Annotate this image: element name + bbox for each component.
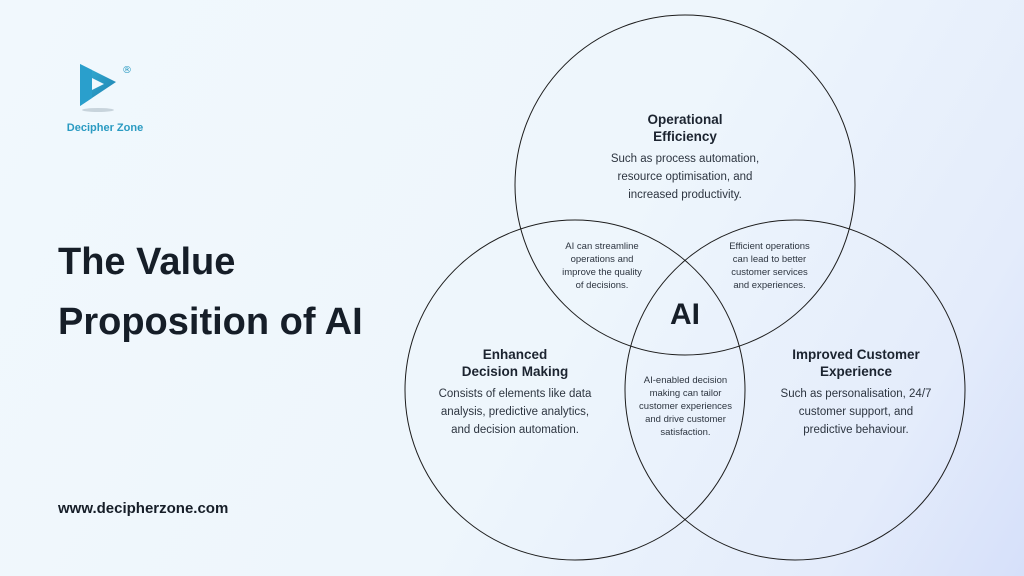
circle-decision-making [404, 219, 746, 561]
operational-efficiency-description: Such as process automation, resource opt… [585, 150, 785, 204]
overlap-line: and drive customer [645, 414, 726, 425]
description-line: analysis, predictive analytics, [440, 406, 590, 418]
description-line: and decision automation. [451, 424, 579, 436]
heading-line: Efficiency [653, 129, 717, 144]
decision-making-description: Consists of elements like data analysis,… [415, 385, 615, 439]
description-line: Such as personalisation, 24/7 [780, 388, 932, 400]
customer-experience-description: Such as personalisation, 24/7 customer s… [756, 385, 956, 439]
customer-experience-title: Improved Customer Experience [756, 346, 956, 380]
overlap-line: satisfaction. [660, 427, 711, 438]
overlap-line: making can tailor [649, 388, 722, 399]
overlap-line: of decisions. [575, 280, 629, 291]
page-title: The Value Proposition of AI [58, 232, 418, 352]
description-line: resource optimisation, and [617, 171, 753, 183]
overlap-line: Efficient operations [729, 241, 810, 252]
description-line: Consists of elements like data [438, 388, 592, 400]
overlap-line: AI-enabled decision [643, 375, 728, 386]
brand-logo: ® [60, 60, 150, 140]
heading-line: Enhanced [482, 347, 548, 362]
circle-customer-experience [624, 219, 966, 561]
overlap-decision-customer: AI-enabled decision making can tailor cu… [628, 374, 743, 439]
overlap-operational-decision: AI can streamline operations and improve… [547, 240, 657, 292]
overlap-line: AI can streamline [565, 241, 639, 252]
circle-operational-efficiency [514, 14, 856, 356]
description-line: increased productivity. [628, 189, 742, 201]
title-line: The Value [58, 241, 236, 283]
play-logo-icon: ® [80, 64, 132, 112]
overlap-line: and experiences. [733, 280, 806, 291]
website-link[interactable]: www.decipherzone.com [58, 500, 229, 517]
svg-text:®: ® [122, 65, 132, 76]
operational-efficiency-title: Operational Efficiency [585, 111, 785, 145]
description-line: Such as process automation, [610, 153, 760, 165]
heading-line: Experience [819, 364, 893, 379]
overlap-line: operations and [570, 254, 634, 265]
overlap-line: customer experiences [639, 401, 732, 412]
heading-line: Operational [647, 112, 723, 127]
heading-line: Improved Customer [792, 347, 920, 362]
overlap-line: improve the quality [562, 267, 642, 278]
brand-name: Decipher Zone [66, 122, 144, 134]
overlap-operational-customer: Efficient operations can lead to better … [712, 240, 827, 292]
decision-making-title: Enhanced Decision Making [415, 346, 615, 380]
description-line: predictive behaviour. [803, 424, 909, 436]
heading-line: Decision Making [461, 364, 569, 379]
description-line: customer support, and [798, 406, 914, 418]
overlap-line: can lead to better [732, 254, 807, 265]
venn-center-label: AI [670, 298, 700, 331]
title-line: Proposition of AI [58, 301, 363, 343]
overlap-line: customer services [731, 267, 808, 278]
